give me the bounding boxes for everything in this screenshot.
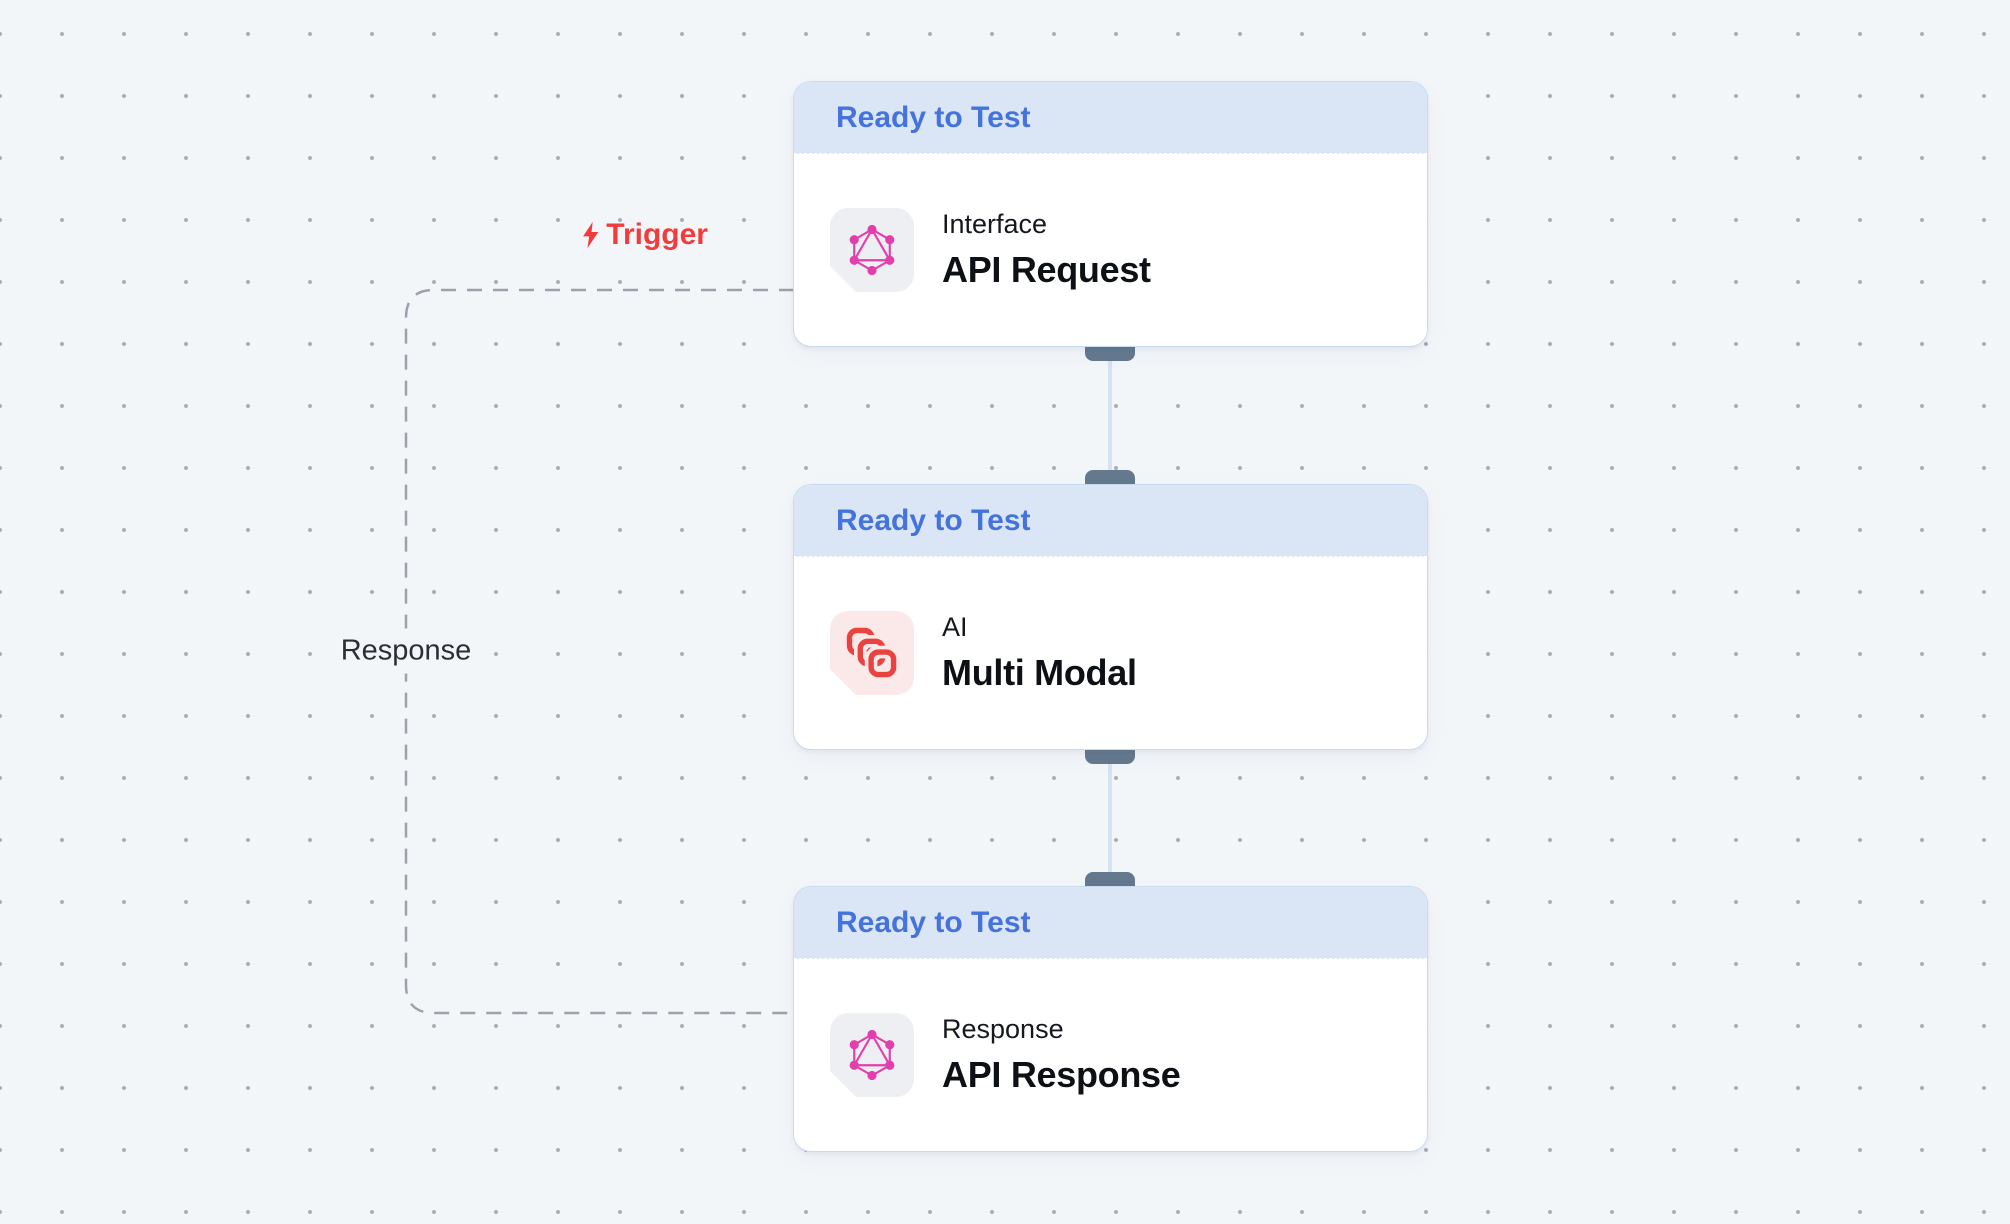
node-status-text: Ready to Test bbox=[836, 100, 1031, 134]
node-status-header: Ready to Test bbox=[794, 485, 1427, 557]
node-status-text: Ready to Test bbox=[836, 503, 1031, 537]
input-handle-api-response[interactable] bbox=[1085, 872, 1135, 886]
graphql-logo bbox=[845, 223, 899, 277]
trigger-label: Trigger bbox=[580, 218, 708, 252]
response-edge-label: Response bbox=[328, 628, 484, 674]
node-body: AI Multi Modal bbox=[794, 557, 1427, 749]
trigger-label-text: Trigger bbox=[606, 218, 708, 251]
lightning-bolt-icon bbox=[583, 221, 599, 249]
node-api-request[interactable]: Ready to Test Interface AP bbox=[793, 81, 1428, 347]
node-body: Interface API Request bbox=[794, 154, 1427, 346]
node-title: Multi Modal bbox=[942, 652, 1137, 694]
node-category: Interface bbox=[942, 209, 1048, 240]
node-text: Response API Response bbox=[942, 1014, 1181, 1096]
node-api-response[interactable]: Ready to Test Response API bbox=[793, 886, 1428, 1152]
node-category: Response bbox=[942, 1014, 1064, 1045]
graphql-logo bbox=[845, 1028, 899, 1082]
connector-line-1 bbox=[1108, 347, 1112, 484]
node-status-header: Ready to Test bbox=[794, 82, 1427, 154]
node-text: AI Multi Modal bbox=[942, 613, 1137, 692]
node-category: AI bbox=[942, 612, 968, 643]
graphql-icon bbox=[830, 1013, 914, 1097]
node-title: API Request bbox=[942, 249, 1151, 291]
node-title: API Response bbox=[942, 1054, 1181, 1096]
multimodal-glyph bbox=[845, 626, 899, 680]
output-handle-multi-modal[interactable] bbox=[1085, 750, 1135, 764]
node-status-header: Ready to Test bbox=[794, 887, 1427, 959]
connector-line-2 bbox=[1108, 750, 1112, 886]
node-status-text: Ready to Test bbox=[836, 905, 1031, 939]
graphql-icon bbox=[830, 208, 914, 292]
node-multi-modal[interactable]: Ready to Test AI Multi Modal bbox=[793, 484, 1428, 750]
input-handle-multi-modal[interactable] bbox=[1085, 470, 1135, 484]
output-handle-api-request[interactable] bbox=[1085, 347, 1135, 361]
node-body: Response API Response bbox=[794, 959, 1427, 1151]
node-text: Interface API Request bbox=[942, 210, 1151, 289]
multimodal-icon bbox=[830, 611, 914, 695]
